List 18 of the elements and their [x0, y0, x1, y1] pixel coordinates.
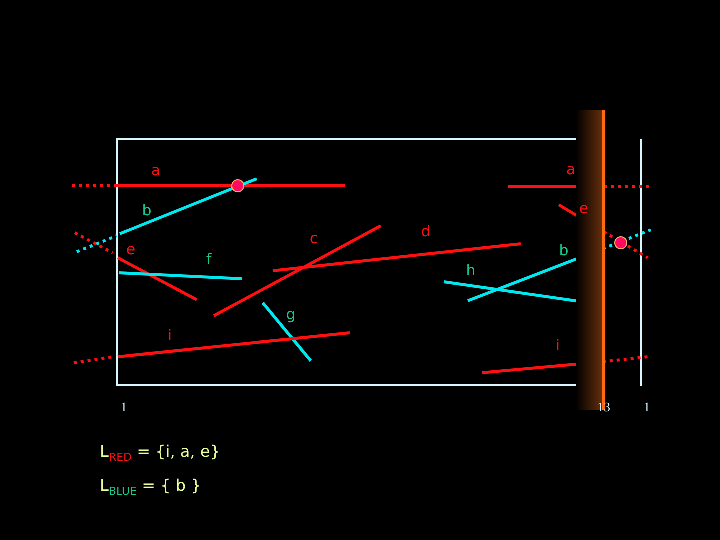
segment-label: e [126, 242, 136, 258]
axis-number: 13 [598, 400, 610, 414]
segment-label: b [559, 244, 569, 258]
segment-label: a [151, 164, 161, 178]
segment-label: g [286, 308, 296, 322]
segment-label: h [466, 264, 476, 278]
set-formula: L$_{RED}$ = {i, a, e} [100, 444, 220, 464]
segment-label: a [566, 162, 576, 178]
axis-number: 1 [644, 400, 650, 414]
set-formula: L$_{BLUE}$ = { b } [100, 478, 202, 498]
segment-label: c [310, 232, 318, 246]
axis-number: 1 [120, 400, 128, 414]
segment-label: d [421, 224, 431, 240]
segment-label: e [579, 202, 589, 216]
segment-label: i [556, 338, 560, 354]
segment-label: b [142, 204, 152, 218]
segment-label: i [168, 328, 172, 344]
segment-label: f [206, 252, 212, 268]
